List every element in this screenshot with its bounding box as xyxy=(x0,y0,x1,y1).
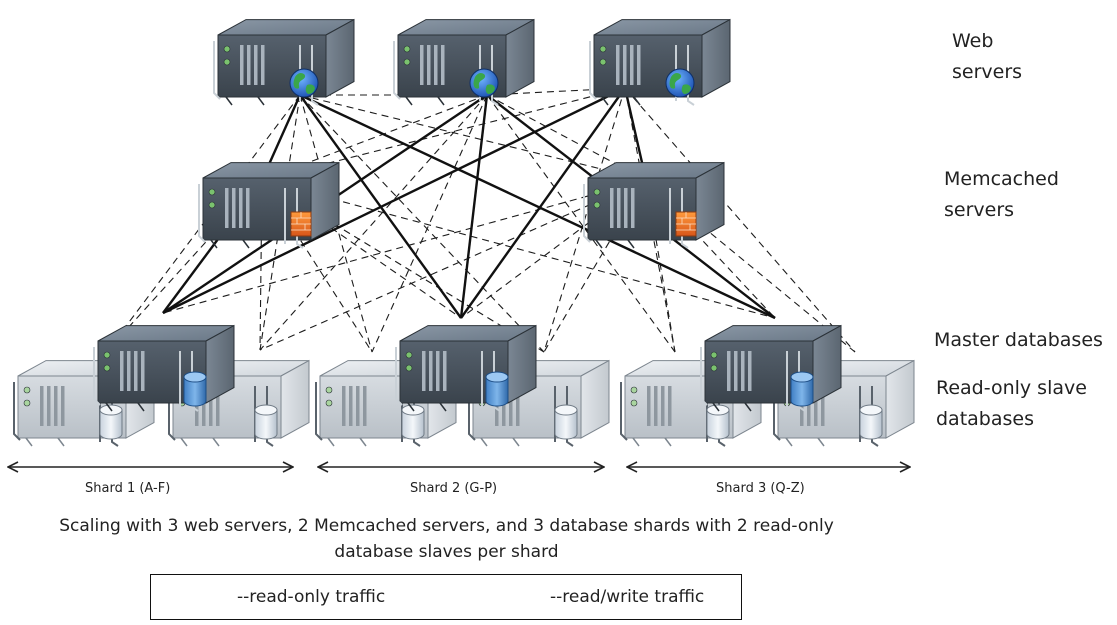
database-icon xyxy=(99,404,123,440)
diagram-caption-line2: database slaves per shard xyxy=(334,542,559,562)
memcached-server-1 xyxy=(198,161,340,249)
read-only-link-web-server-2-to-slave-db-shard-3-a xyxy=(486,94,676,353)
slave-databases-label: Read-only slave databases xyxy=(936,373,1087,435)
read-write-link-web-server-1-to-master-db-shard-3 xyxy=(299,93,776,320)
globe-icon xyxy=(289,68,319,98)
database-icon xyxy=(183,371,207,407)
slave-databases-label-line1: Read-only slave xyxy=(936,377,1087,399)
legend-read-only: --read-only traffic xyxy=(237,587,386,607)
diagram-caption-line1: Scaling with 3 web servers, 2 Memcached … xyxy=(59,516,834,536)
database-icon xyxy=(554,404,578,440)
firewall-icon xyxy=(675,211,697,237)
master-db-shard-1 xyxy=(93,324,235,412)
shard-3-label: Shard 3 (Q-Z) xyxy=(716,481,805,496)
firewall-icon xyxy=(290,211,312,237)
shard-1-label: Shard 1 (A-F) xyxy=(85,481,171,496)
globe-icon xyxy=(469,68,499,98)
read-only-link-memcached-server-2-to-slave-db-shard-1-b xyxy=(259,179,647,351)
read-only-link-web-server-2-to-slave-db-shard-2-a xyxy=(371,94,488,353)
globe-icon xyxy=(665,68,695,98)
slave-databases-label-line2: databases xyxy=(936,408,1034,430)
read-only-link-memcached-server-1-to-slave-db-shard-2-a xyxy=(261,179,373,353)
read-write-link-web-server-3-to-master-db-shard-2 xyxy=(460,87,626,319)
read-only-link-memcached-server-2-to-master-db-shard-3 xyxy=(645,179,776,319)
web-server-2 xyxy=(393,18,535,106)
read-only-link-memcached-server-1-to-master-db-shard-3 xyxy=(261,179,776,319)
database-icon xyxy=(254,404,278,440)
read-only-link-web-server-2-to-slave-db-shard-1-b xyxy=(259,94,488,351)
legend: --read-only traffic --read/write traffic xyxy=(150,574,742,620)
memcached-servers-label-line1: Memcached xyxy=(944,168,1059,190)
master-db-shard-3 xyxy=(700,324,842,412)
legend-read-write: --read/write traffic xyxy=(550,587,705,607)
read-only-link-memcached-server-2-to-slave-db-shard-3-b xyxy=(645,179,856,353)
web-servers-label-line1: Web xyxy=(952,30,994,52)
server-nodes xyxy=(13,18,915,447)
read-write-link-web-server-3-to-master-db-shard-1 xyxy=(162,86,626,315)
read-only-link-memcached-server-2-to-slave-db-shard-2-b xyxy=(543,179,647,353)
web-servers-label: Web servers xyxy=(952,26,1022,88)
web-server-1 xyxy=(213,18,355,106)
read-write-link-web-server-2-to-master-db-shard-2 xyxy=(459,94,489,319)
web-servers-label-line2: servers xyxy=(952,61,1023,83)
read-only-link-web-server-3-to-slave-db-shard-3-b xyxy=(624,87,856,353)
memcached-servers-label-line2: servers xyxy=(944,199,1015,221)
shard-2-label: Shard 2 (G-P) xyxy=(410,481,498,496)
master-databases-label: Master databases xyxy=(934,329,1103,351)
database-icon xyxy=(790,371,814,407)
database-icon xyxy=(859,404,883,440)
web-server-3 xyxy=(589,18,731,106)
memcached-server-2 xyxy=(583,161,725,249)
memcached-servers-label: Memcached servers xyxy=(944,164,1059,226)
database-icon xyxy=(485,371,509,407)
master-db-shard-2 xyxy=(395,324,537,412)
read-only-link-web-server-2-to-memcached-server-1 xyxy=(261,94,488,181)
